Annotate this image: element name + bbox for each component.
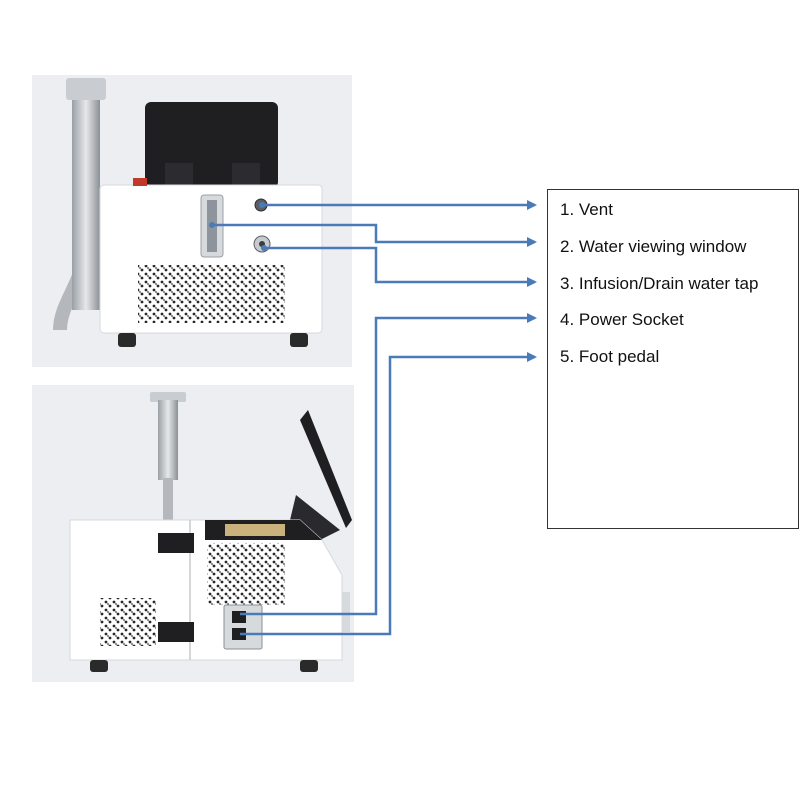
side-monitor-arm (290, 495, 340, 540)
legend-item-vent: 1. Vent (560, 200, 613, 219)
legend-item-infusion-drain-tap: 3. Infusion/Drain water tap (560, 274, 759, 293)
connector-power-socket (240, 313, 537, 616)
handpiece-grip (158, 400, 178, 480)
pole-top-cap (66, 78, 106, 100)
top-label-plate (225, 524, 285, 536)
handpiece-holder-pole (72, 78, 100, 310)
side-foot-left (90, 660, 108, 672)
connector-drain-tap (264, 246, 537, 287)
legend-item-foot-pedal: 5. Foot pedal (560, 347, 660, 366)
rear-panel-edge (342, 592, 350, 632)
front-view-photo (32, 75, 352, 367)
monitor-bracket-right (232, 163, 260, 185)
side-foot-right (300, 660, 318, 672)
side-vent-grille-upper (207, 543, 285, 605)
monitor-bracket-left (165, 163, 193, 185)
legend-item-water-viewing-window: 2. Water viewing window (560, 237, 747, 256)
emergency-button (133, 178, 147, 186)
upper-handle (158, 533, 194, 553)
handpiece-head (150, 392, 186, 402)
lower-handle (158, 622, 194, 642)
side-vent-grille-lower (100, 598, 156, 646)
side-monitor (300, 410, 352, 528)
connector-foot-pedal (240, 352, 537, 636)
side-view-photo (32, 385, 354, 682)
foot-pedal-socket (232, 628, 246, 640)
connector-water-window (212, 223, 537, 247)
connector-lines (212, 200, 537, 636)
front-vent-grille (138, 265, 285, 323)
legend-item-power-socket: 4. Power Socket (560, 310, 684, 329)
front-foot-right (290, 333, 308, 347)
handpiece-rod (163, 478, 173, 520)
front-foot-left (118, 333, 136, 347)
legend-box: 1. Vent 2. Water viewing window 3. Infus… (547, 189, 799, 529)
